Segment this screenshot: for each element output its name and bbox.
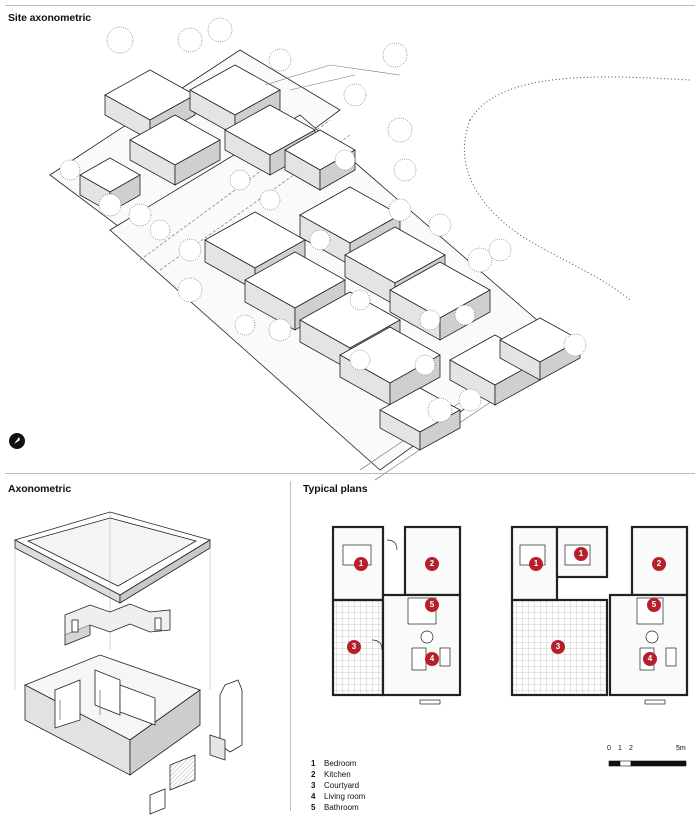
legend-row: 3 Courtyard [311, 780, 365, 791]
scale-label-2: 2 [629, 745, 633, 752]
middle-rule [5, 473, 695, 474]
marker-courtyard-a: 3 [347, 640, 361, 654]
axonometric-title: Axonometric [8, 483, 72, 495]
site-trees [59, 17, 587, 423]
vertical-rule [290, 481, 291, 811]
legend-number: 2 [311, 770, 316, 779]
marker-kitchen-b: 2 [652, 557, 666, 571]
legend-number: 4 [311, 792, 316, 801]
legend-number: 3 [311, 781, 316, 790]
legend-label: Bedroom [324, 759, 357, 768]
legend-label: Living room [324, 792, 366, 801]
marker-bathroom-b: 5 [647, 598, 661, 612]
legend-row: 2 Kitchen [311, 769, 365, 780]
scale-label-0: 0 [607, 745, 611, 752]
scale-label-5m: 5m [676, 745, 686, 752]
marker-living-room-b: 4 [643, 652, 657, 666]
exploded-axonometric-drawing [13, 511, 243, 815]
legend-label: Bathroom [324, 803, 359, 812]
legend-number: 5 [311, 803, 316, 812]
marker-courtyard-b: 3 [551, 640, 565, 654]
north-arrow-icon [9, 433, 25, 449]
marker-bathroom-a: 5 [425, 598, 439, 612]
legend-row: 4 Living room [311, 791, 365, 802]
typical-plans-title: Typical plans [303, 483, 368, 495]
legend-row: 1 Bedroom [311, 758, 365, 769]
site-axonometric-title: Site axonometric [8, 12, 92, 24]
marker-bedroom-b1: 1 [529, 557, 543, 571]
room-legend: 1 Bedroom 2 Kitchen 3 Courtyard 4 Living roo… [311, 758, 365, 813]
marker-living-room-a: 4 [425, 652, 439, 666]
legend-number: 1 [311, 759, 316, 768]
plan-b-drawing [510, 525, 689, 705]
plan-a-drawing [331, 525, 462, 705]
legend-row: 5 Bathroom [311, 802, 365, 813]
site-axonometric-drawing [49, 49, 691, 481]
marker-bedroom-a: 1 [354, 557, 368, 571]
legend-label: Courtyard [324, 781, 360, 790]
legend-label: Kitchen [324, 770, 351, 779]
scale-bar [608, 760, 687, 767]
top-rule [5, 5, 695, 6]
scale-label-1: 1 [618, 745, 622, 752]
marker-kitchen-a: 2 [425, 557, 439, 571]
marker-bedroom-b2: 1 [574, 547, 588, 561]
